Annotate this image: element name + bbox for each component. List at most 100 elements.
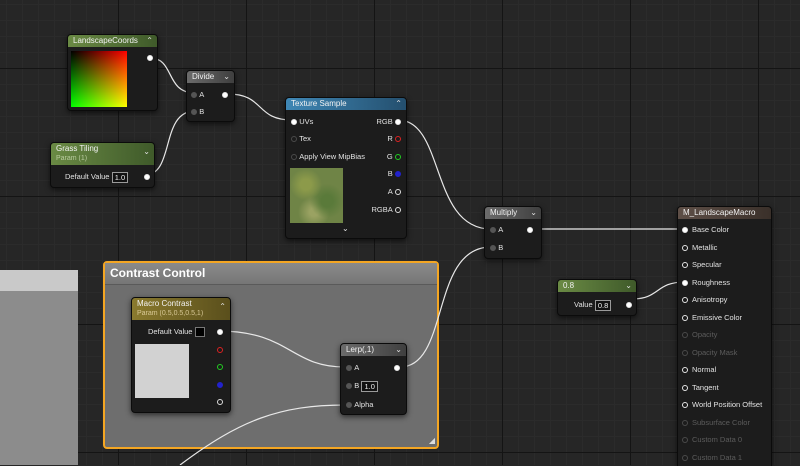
output-pin-rgba[interactable]: RGBA bbox=[372, 204, 401, 216]
comment-title[interactable]: Contrast Control bbox=[105, 263, 437, 285]
output-pin-g[interactable]: G bbox=[387, 151, 401, 163]
chevron-up-icon[interactable]: ⌃ bbox=[219, 302, 226, 311]
pin-icon[interactable] bbox=[682, 227, 688, 233]
material-input-emissive-color[interactable]: Emissive Color bbox=[682, 312, 742, 324]
material-input-opacity[interactable]: Opacity bbox=[682, 329, 717, 341]
pin-icon[interactable] bbox=[490, 227, 496, 233]
pin-icon[interactable] bbox=[682, 297, 688, 303]
output-pin-r[interactable] bbox=[217, 347, 223, 353]
pin-icon[interactable] bbox=[346, 365, 352, 371]
pin-icon[interactable] bbox=[395, 207, 401, 213]
input-pin-b[interactable]: B bbox=[490, 242, 503, 254]
input-pin-tex[interactable]: Tex bbox=[291, 133, 311, 145]
material-input-custom-data-0[interactable]: Custom Data 0 bbox=[682, 434, 742, 446]
material-input-subsurface-color[interactable]: Subsurface Color bbox=[682, 417, 750, 429]
pin-icon[interactable] bbox=[682, 402, 688, 408]
node-multiply[interactable]: Multiply ⌄ A B bbox=[484, 206, 542, 259]
chevron-down-icon[interactable]: ⌄ bbox=[395, 345, 402, 354]
resize-grip-icon[interactable]: ◢ bbox=[428, 436, 435, 445]
pin-icon[interactable] bbox=[682, 262, 688, 268]
wire-contrast-to-lerp-a bbox=[217, 330, 346, 368]
node-lerp[interactable]: Lerp(,1) ⌄ A B 1.0 Alpha bbox=[340, 343, 407, 415]
output-pin-b[interactable]: B bbox=[388, 168, 401, 180]
material-input-base-color[interactable]: Base Color bbox=[682, 224, 729, 236]
input-pin-a[interactable]: A bbox=[191, 89, 204, 101]
output-pin[interactable] bbox=[144, 174, 150, 180]
output-pin-rgb[interactable]: RGB bbox=[377, 116, 401, 128]
material-input-normal[interactable]: Normal bbox=[682, 364, 716, 376]
output-pin[interactable] bbox=[222, 92, 228, 98]
material-input-tangent[interactable]: Tangent bbox=[682, 382, 719, 394]
pin-icon[interactable] bbox=[682, 367, 688, 373]
material-input-world-position-offset[interactable]: World Position Offset bbox=[682, 399, 762, 411]
input-pin-a[interactable]: A bbox=[346, 362, 359, 374]
chevron-up-icon[interactable]: ⌃ bbox=[395, 99, 402, 108]
pin-icon[interactable] bbox=[682, 332, 688, 338]
pin-icon[interactable] bbox=[191, 109, 197, 115]
chevron-up-icon[interactable]: ⌃ bbox=[146, 36, 153, 45]
input-pin-b[interactable]: B 1.0 bbox=[346, 380, 378, 392]
material-input-anisotropy[interactable]: Anisotropy bbox=[682, 294, 727, 306]
pin-icon[interactable] bbox=[682, 314, 688, 321]
pin-icon[interactable] bbox=[395, 154, 401, 160]
chevron-down-icon[interactable]: ⌄ bbox=[530, 208, 537, 217]
default-value-row: Default Value bbox=[148, 326, 205, 338]
pin-icon[interactable] bbox=[291, 154, 297, 160]
pin-icon[interactable] bbox=[682, 437, 688, 443]
chevron-down-icon[interactable]: ⌄ bbox=[143, 147, 150, 156]
pin-icon[interactable] bbox=[682, 349, 688, 356]
output-pin-a[interactable]: A bbox=[388, 186, 401, 198]
color-preview-thumbnail bbox=[135, 344, 189, 398]
pin-icon[interactable] bbox=[682, 454, 688, 461]
pin-icon[interactable] bbox=[395, 136, 401, 142]
pin-icon[interactable] bbox=[682, 384, 688, 391]
output-pin-a[interactable] bbox=[217, 399, 223, 405]
pin-icon[interactable] bbox=[191, 92, 197, 98]
output-pin[interactable] bbox=[527, 227, 533, 233]
side-panel bbox=[0, 270, 78, 465]
texture-preview-thumbnail bbox=[290, 168, 343, 223]
node-macro-contrast[interactable]: Macro Contrast Param (0.5,0.5,0.5,1) ⌃ D… bbox=[131, 297, 231, 413]
chevron-down-icon[interactable]: ⌄ bbox=[223, 72, 230, 81]
output-pin-g[interactable] bbox=[217, 364, 223, 370]
node-divide[interactable]: Divide ⌄ A B bbox=[186, 70, 235, 122]
pin-icon[interactable] bbox=[682, 419, 688, 426]
input-pin-uvs[interactable]: UVs bbox=[291, 116, 313, 128]
b-value-field[interactable]: 1.0 bbox=[361, 380, 378, 392]
pin-icon[interactable] bbox=[682, 279, 688, 286]
chevron-down-icon[interactable]: ⌄ bbox=[342, 224, 349, 233]
material-input-opacity-mask[interactable]: Opacity Mask bbox=[682, 347, 737, 359]
input-pin-mipbias[interactable]: Apply View MipBias bbox=[291, 151, 365, 163]
output-pin[interactable] bbox=[147, 55, 153, 61]
output-pin-r[interactable]: R bbox=[387, 133, 401, 145]
input-pin-b[interactable]: B bbox=[191, 106, 204, 118]
material-input-roughness[interactable]: Roughness bbox=[682, 277, 730, 289]
node-texture-sample[interactable]: Texture Sample ⌃ UVs Tex Apply View MipB… bbox=[285, 97, 407, 239]
pin-icon[interactable] bbox=[395, 189, 401, 195]
pin-icon[interactable] bbox=[395, 119, 401, 125]
chevron-down-icon[interactable]: ⌄ bbox=[625, 281, 632, 290]
material-input-custom-data-1[interactable]: Custom Data 1 bbox=[682, 452, 742, 464]
pin-icon[interactable] bbox=[291, 119, 297, 125]
default-value-field[interactable]: 1.0 bbox=[111, 171, 129, 183]
node-scalar-param[interactable]: 0.8 ⌄ Value 0.8 bbox=[557, 279, 637, 316]
pin-icon[interactable] bbox=[682, 244, 688, 251]
input-pin-a[interactable]: A bbox=[490, 224, 503, 236]
value-field[interactable]: 0.8 bbox=[594, 299, 612, 311]
color-swatch[interactable] bbox=[194, 327, 205, 337]
node-landscape-coords[interactable]: LandscapeCoords ⌃ bbox=[67, 34, 158, 111]
output-pin[interactable] bbox=[626, 302, 632, 308]
pin-icon[interactable] bbox=[395, 171, 401, 177]
output-pin-b[interactable] bbox=[217, 382, 223, 388]
pin-icon[interactable] bbox=[291, 136, 297, 142]
pin-icon[interactable] bbox=[346, 402, 352, 408]
material-input-metallic[interactable]: Metallic bbox=[682, 242, 717, 254]
output-pin[interactable] bbox=[394, 365, 400, 371]
node-grass-tiling[interactable]: Grass Tiling Param (1) ⌄ Default Value 1… bbox=[50, 142, 155, 188]
pin-icon[interactable] bbox=[346, 383, 352, 389]
pin-icon[interactable] bbox=[490, 245, 496, 251]
output-pin-rgb[interactable] bbox=[217, 329, 223, 335]
input-pin-alpha[interactable]: Alpha bbox=[346, 399, 373, 411]
material-input-specular[interactable]: Specular bbox=[682, 259, 722, 271]
